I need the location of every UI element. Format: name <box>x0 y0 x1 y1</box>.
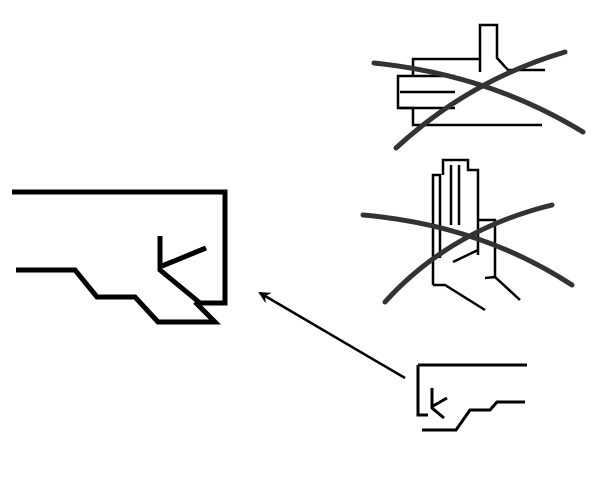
crossed-sideways-hand-icon <box>371 23 586 151</box>
small-fist-icon <box>416 363 527 432</box>
crossed-upright-hand-icon <box>360 158 575 312</box>
large-fist-icon <box>12 189 228 325</box>
arrow-icon <box>258 291 406 380</box>
